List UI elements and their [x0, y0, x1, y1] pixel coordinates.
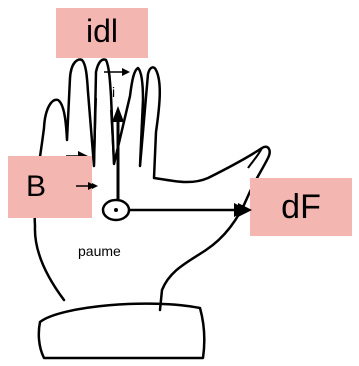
idl-small-arrow-head — [122, 68, 130, 76]
magnetic-field-label: B — [26, 170, 47, 203]
idl-label-box — [56, 8, 148, 58]
current-arrow-head — [112, 106, 124, 122]
force-element-label: dF — [281, 187, 321, 226]
palm-label: paume — [78, 243, 121, 259]
df-label-box — [250, 178, 352, 236]
df-box-arrow-head — [238, 203, 252, 217]
current-label: i — [112, 84, 116, 100]
current-element-label: idl — [85, 12, 118, 49]
finger-lines — [93, 97, 263, 169]
hand-outline — [33, 58, 271, 312]
palm-dot — [114, 208, 118, 212]
sleeve — [37, 302, 206, 360]
b-box-arrow-head — [88, 182, 96, 190]
b-label-box — [8, 156, 92, 218]
